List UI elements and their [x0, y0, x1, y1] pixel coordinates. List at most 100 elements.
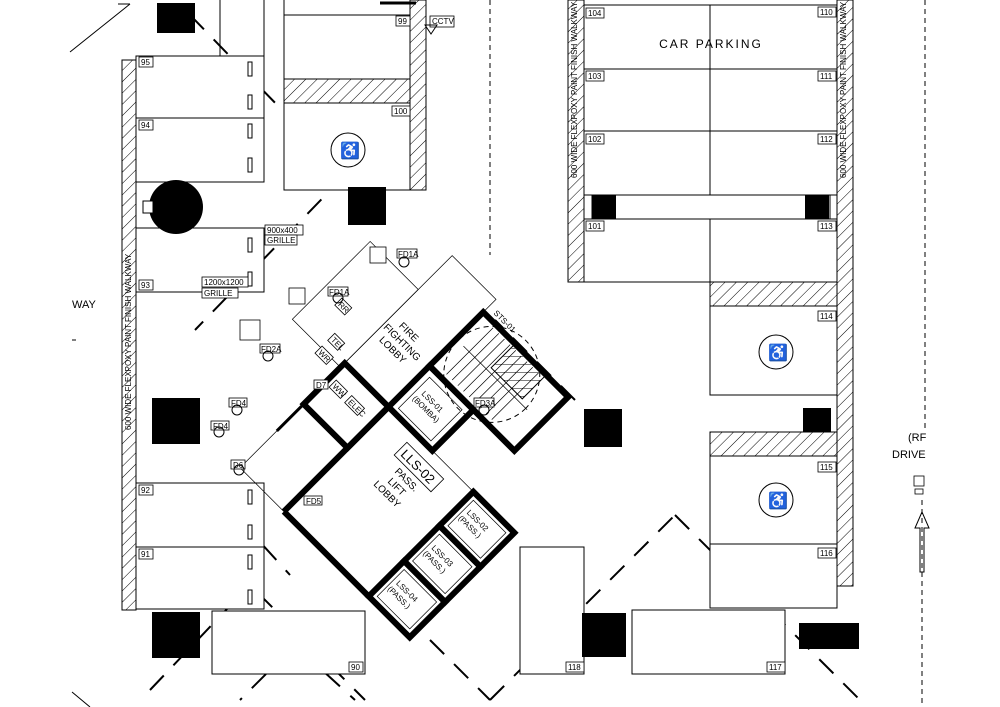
wheel-stop [247, 554, 253, 570]
tag-elec: ELEC [346, 398, 367, 419]
accessible-parking-icon [330, 132, 366, 168]
structural-column [803, 408, 831, 434]
detector-icon [233, 464, 245, 476]
structural-column [584, 409, 622, 447]
wall-note-right-2: 600 WIDE FLEXPOXY PAINT FINISH WALKWAY [839, 1, 848, 178]
parking-lot-102 [583, 130, 711, 196]
detector-icon [213, 426, 225, 438]
parking-lot-111 [709, 68, 838, 132]
lot-number-90: 90 [351, 663, 360, 672]
lot-number-101: 101 [588, 222, 602, 231]
wheel-stop [247, 589, 253, 605]
structural-column [152, 612, 200, 658]
accessible-parking-icon [758, 482, 794, 518]
dashed-line [674, 514, 866, 706]
wheelchair-icon: ♿ [768, 343, 788, 362]
structural-column [582, 613, 626, 657]
tag-tel: TEL [329, 335, 346, 352]
detector-icon [398, 256, 410, 268]
round-column [149, 180, 203, 234]
tag-fd5: FD5 [306, 497, 322, 506]
lot-number-113: 113 [820, 222, 833, 231]
parking-lot-90 [211, 610, 366, 675]
parking-lot-112 [709, 130, 838, 196]
lot-number-93: 93 [141, 281, 150, 290]
wheel-stop [247, 157, 253, 173]
small-tag [913, 475, 925, 487]
fire-lobby-outline [291, 240, 419, 368]
hatched-strip [709, 281, 838, 307]
lot-number-110: 110 [820, 8, 833, 17]
grille-1-label: GRILLE [267, 236, 295, 245]
tag-fd1a-1: FD1A [398, 250, 419, 259]
direction-arrow-icon [914, 510, 930, 573]
service-marker [369, 246, 387, 264]
lift-lss-04 [364, 556, 450, 642]
wheel-stop [247, 237, 253, 253]
structural-column [152, 398, 200, 444]
structural-column [592, 195, 616, 219]
lot-number-91: 91 [141, 550, 150, 559]
wheel-stop [247, 271, 253, 287]
detector-icon [262, 350, 274, 362]
grille-2-label: GRILLE [204, 289, 232, 298]
entrance-canopy [490, 344, 546, 400]
lot-number-117: 117 [769, 663, 782, 672]
service-marker [288, 287, 306, 305]
parking-lot-92 [135, 482, 265, 548]
structural-column [805, 195, 829, 219]
lot-number-115: 115 [820, 463, 833, 472]
detector-icon [231, 404, 243, 416]
parking-lot-95 [135, 55, 265, 119]
wheelchair-icon: ♿ [340, 141, 360, 160]
hatched-wall-left [121, 59, 137, 611]
pit [142, 200, 154, 214]
hatched-wall [409, 0, 427, 191]
structural-column [157, 3, 195, 33]
tag-ww: WW [331, 382, 348, 399]
parking-lot-91 [135, 546, 265, 610]
cctv-icon [424, 24, 438, 35]
lot-number-102: 102 [588, 135, 602, 144]
hatched-strip [283, 78, 411, 104]
accessible-parking-icon [758, 334, 794, 370]
parking-lot-101 [583, 218, 711, 283]
parking-lot-117 [631, 609, 786, 675]
lot-number-95: 95 [141, 58, 150, 67]
wheel-stop [247, 61, 253, 77]
parking-lot-118 [519, 546, 585, 675]
lot-number-92: 92 [141, 486, 150, 495]
wheel-stop [247, 94, 253, 110]
driveway-label-line2: DRIVE [892, 449, 926, 461]
service-marker [239, 319, 261, 341]
structural-column [348, 187, 386, 225]
tag-fd1a-2: FD1A [329, 288, 350, 297]
hatched-strip [709, 431, 838, 457]
wall-note-right-1: 600 WIDE FLEXPOXY PAINT FINISH WALKWAY [570, 1, 579, 178]
detector-icon [332, 292, 344, 304]
parking-lot-103 [583, 68, 711, 132]
driveway-label-line1: (RF [908, 432, 927, 444]
lot-number-100: 100 [394, 107, 408, 116]
lot-number-118: 118 [568, 663, 581, 672]
cctv-label: CCTV [432, 17, 454, 26]
parking-lot-94 [135, 117, 265, 183]
car-parking-label: CAR PARKING [659, 37, 763, 51]
tag-fd3a: FD3A [475, 399, 496, 408]
boundary-line [69, 3, 131, 53]
wheel-stop [247, 489, 253, 505]
grille-1-size: 900x400 [267, 226, 298, 235]
tag-d7: D7 [316, 381, 327, 390]
services-room [299, 358, 393, 453]
wheelchair-icon: ♿ [768, 491, 788, 510]
drive-strip [591, 194, 831, 220]
parking-lot-116 [709, 543, 838, 609]
dashed-line [194, 174, 346, 331]
lot-number-103: 103 [588, 72, 602, 81]
tag-fd4-1: FD4 [231, 399, 247, 408]
lot-number-112: 112 [820, 135, 833, 144]
way-label: WAY [72, 299, 96, 311]
detector-icon [478, 404, 490, 416]
parking-lot-110 [709, 4, 838, 70]
